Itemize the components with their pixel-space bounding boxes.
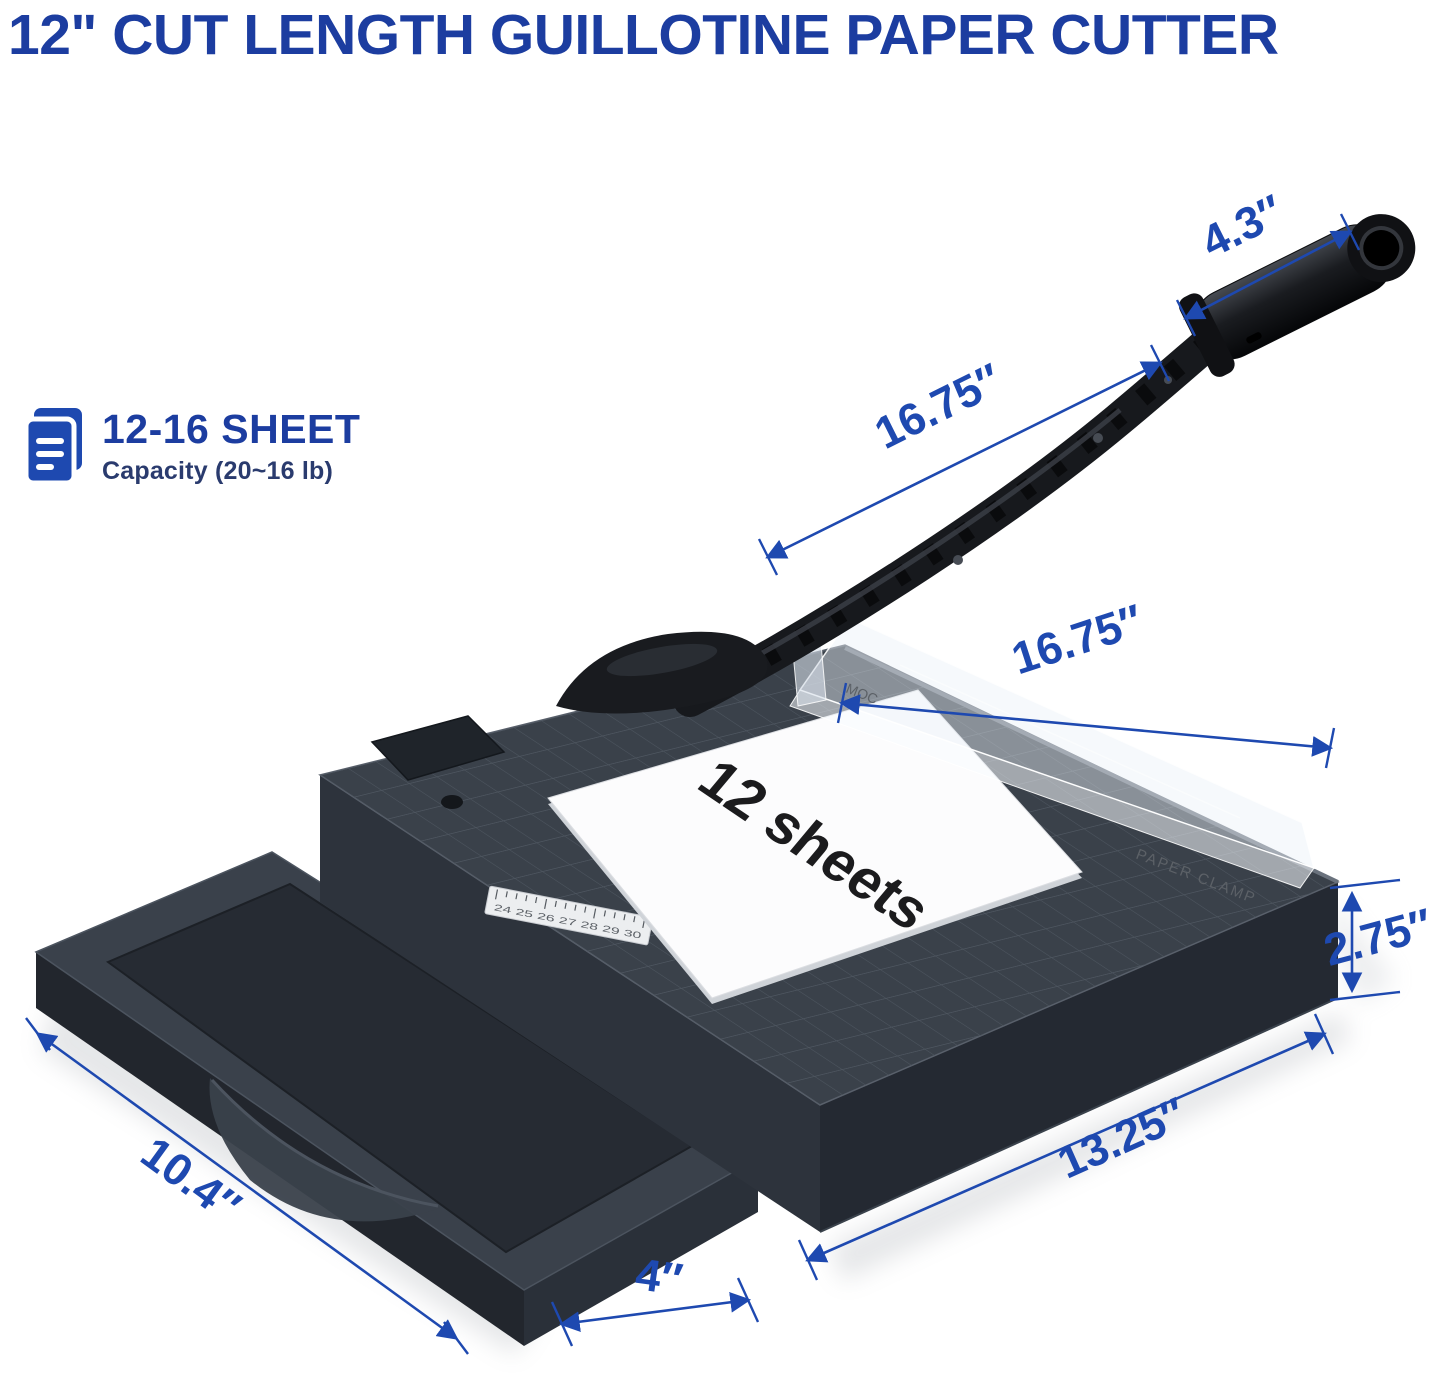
dim-base-height-line <box>1329 878 1401 1002</box>
page-title: 12" CUT LENGTH GUILLOTINE PAPER CUTTER <box>8 3 1279 67</box>
cut-edge-highlight <box>844 646 1339 884</box>
handle-button <box>1246 332 1262 344</box>
capacity-subtitle: Capacity (20~16 lb) <box>102 457 333 486</box>
ruler-ticks <box>494 889 646 929</box>
handle-end-ring <box>1359 226 1404 271</box>
arm-screw-2 <box>1093 433 1103 443</box>
dim-blade-length-line <box>757 344 1171 576</box>
sheets-icon <box>23 408 82 486</box>
dim-handle-length-label: 4.3″ <box>1193 185 1291 268</box>
dim-drawer-extension-line <box>550 1277 760 1347</box>
dim-drawer-length-line <box>25 1017 469 1355</box>
capacity-callout: 12-16 SHEET Capacity (20~16 lb) <box>14 406 361 490</box>
capacity-heading: 12-16 SHEET <box>102 406 361 452</box>
dim-blade-length-label: 16.75″ <box>867 353 1010 459</box>
base-left-face <box>320 775 820 1232</box>
paper-stack: 12 sheets <box>547 689 1083 1004</box>
dim-base-length-line <box>797 1013 1335 1281</box>
dim-cut-length-label: 16.75″ <box>1006 594 1149 684</box>
pivot-cover-highlight <box>606 643 718 677</box>
paper-sheet <box>547 689 1083 999</box>
dim-drawer-extension-label: 4″ <box>633 1248 686 1305</box>
pen-slot <box>370 715 506 781</box>
base-hole <box>441 795 463 809</box>
dim-handle-length-line <box>1175 213 1361 337</box>
dim-cut-length-line <box>836 682 1336 769</box>
dimension-lines <box>25 213 1401 1355</box>
arm-screw-1 <box>953 555 963 565</box>
arm-lattice <box>695 332 1217 703</box>
